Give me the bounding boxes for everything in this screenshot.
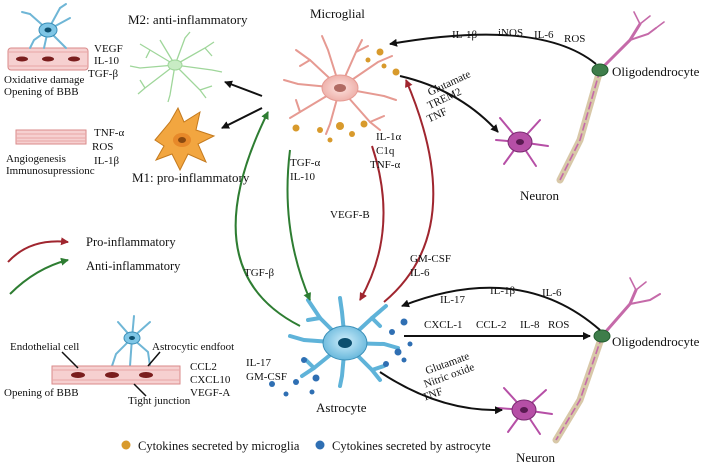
astrocytic-endfoot-label: Astrocytic endfoot	[152, 341, 234, 353]
blood-vessel-icon	[51, 365, 181, 385]
legend-anti-arrow	[9, 257, 69, 295]
astrocyte-to-oligo-2: CCL-2	[476, 319, 507, 331]
m2-microglia-icon	[129, 31, 223, 103]
microglia-to-astrocyte-anti-1: TGF-α	[290, 157, 320, 169]
bbb-factor-2: CXCL10	[190, 374, 231, 386]
astrocyte-to-oligo-1: CXCL-1	[424, 319, 463, 331]
top-left-factor-3: TGF-β	[88, 68, 118, 80]
oligo-to-microglia-4: ROS	[564, 33, 585, 45]
arrow-astrocyte-to-microglia-pro	[383, 79, 435, 303]
legend-microglia-dot	[121, 440, 131, 450]
blood-vessel-icon	[15, 129, 87, 145]
opening-bbb-label: Opening of BBB	[4, 387, 79, 399]
blood-vessel-icon	[7, 47, 89, 71]
arrow-astrocyte-to-neuron	[379, 371, 503, 415]
oligo-to-microglia-3: IL-6	[534, 29, 554, 41]
arrow-oligo-to-astrocyte	[401, 286, 601, 331]
arrow-astrocyte-to-microglia-tgfb	[234, 111, 301, 327]
arrow-oligo-to-microglia	[389, 33, 597, 65]
microglia-cytokine-dots	[292, 48, 400, 143]
neuron-top-label: Neuron	[520, 188, 559, 203]
oligo-to-microglia-2: iNOS	[498, 27, 523, 39]
bbb-factor-3: VEGF-A	[190, 387, 230, 399]
oligo-to-astrocyte-2: IL-1β	[490, 285, 516, 297]
m1-factor-2: ROS	[92, 141, 113, 153]
endothelial-cell-label: Endothelial cell	[10, 341, 79, 353]
microglia-to-astrocyte-pro-1: IL-1α	[376, 131, 402, 143]
arrow-microglia-to-astrocyte-pro	[359, 145, 385, 301]
oligo-to-astrocyte-1: IL-17	[440, 294, 466, 306]
oligo-to-astrocyte-3: IL-6	[542, 287, 562, 299]
oligodendrocyte-icon	[556, 11, 665, 184]
tgf-b-label: TGF-β	[244, 267, 274, 279]
legend-astrocyte-dot	[315, 440, 325, 450]
top-left-caption-2: Opening of BBB	[4, 86, 79, 98]
astrocyte-label: Astrocyte	[316, 400, 367, 415]
top-left-caption-1: Oxidative damage	[4, 74, 84, 86]
oligodendrocyte-icon	[552, 277, 661, 444]
m1-factor-3: IL-1β	[94, 155, 120, 167]
microglia-to-astrocyte-pro-2: C1q	[376, 145, 395, 157]
top-left-vessel-group: VEGF IL-10 TGF-β Oxidative damage Openin…	[4, 3, 123, 98]
astrocyte-to-oligo-3: IL-8	[520, 319, 540, 331]
bottom-left-bbb-group: Endothelial cell Astrocytic endfoot Tigh…	[4, 315, 234, 407]
m1-caption-1: Angiogenesis	[6, 153, 66, 165]
top-left-factor-2: IL-10	[94, 55, 120, 67]
m1-caption-2: Immunosupressionc	[6, 165, 95, 177]
astrocyte-to-microglia-1: GM-CSF	[410, 253, 451, 265]
legend-astrocyte-label: Cytokines secreted by astrocyte	[332, 439, 491, 453]
legend-pro-label: Pro-inflammatory	[86, 235, 176, 249]
microglia-to-astrocyte-pro-3: TNF-α	[370, 159, 400, 171]
astrocyte-cytokine-dots	[269, 318, 413, 397]
arrow-microglia-to-astrocyte-anti	[286, 149, 311, 301]
oligo-top-label: Oligodendrocyte	[612, 64, 700, 79]
legend-pro-arrow	[7, 237, 69, 263]
vegf-b-label: VEGF-B	[330, 209, 370, 221]
microglial-label: Microglial	[310, 6, 365, 21]
bbb-factor-1: CCL2	[190, 361, 217, 373]
astrocyte-left-2: GM-CSF	[246, 371, 287, 383]
astrocyte-to-microglia-2: IL-6	[410, 267, 430, 279]
m1-vessel-group: TNF-α ROS IL-1β Angiogenesis Immunosupre…	[6, 127, 124, 177]
tight-junction-label: Tight junction	[128, 395, 191, 407]
legend-anti-label: Anti-inflammatory	[86, 259, 181, 273]
arrows	[221, 33, 601, 415]
top-left-factor-1: VEGF	[94, 43, 123, 55]
neuron-bottom-label: Neuron	[516, 450, 555, 465]
m1-label: M1: pro-inflammatory	[132, 170, 250, 185]
legend-microglia-label: Cytokines secreted by microglia	[138, 439, 300, 453]
microglia-to-astrocyte-anti-2: IL-10	[290, 171, 316, 183]
astrocyte-to-oligo-4: ROS	[548, 319, 569, 331]
m2-label: M2: anti-inflammatory	[128, 12, 248, 27]
oligo-to-microglia-1: IL-1β	[452, 29, 478, 41]
oligo-bottom-label: Oligodendrocyte	[612, 334, 700, 349]
m1-factor-1: TNF-α	[94, 127, 124, 139]
m1-microglia-icon	[154, 106, 216, 172]
microglia-to-neuron-labels: Glutamate TREM2 TNF	[425, 68, 472, 125]
arrow-microglia-to-m1	[221, 107, 263, 129]
legend: Pro-inflammatory Anti-inflammatory Cytok…	[7, 235, 491, 453]
astrocyte-left-1: IL-17	[246, 357, 272, 369]
arrow-microglia-to-m2	[224, 80, 263, 97]
arrow-microglia-to-neuron	[399, 75, 499, 133]
astrocyte-to-neuron-labels: Glutamate Nitric oxide TNF	[421, 350, 476, 404]
